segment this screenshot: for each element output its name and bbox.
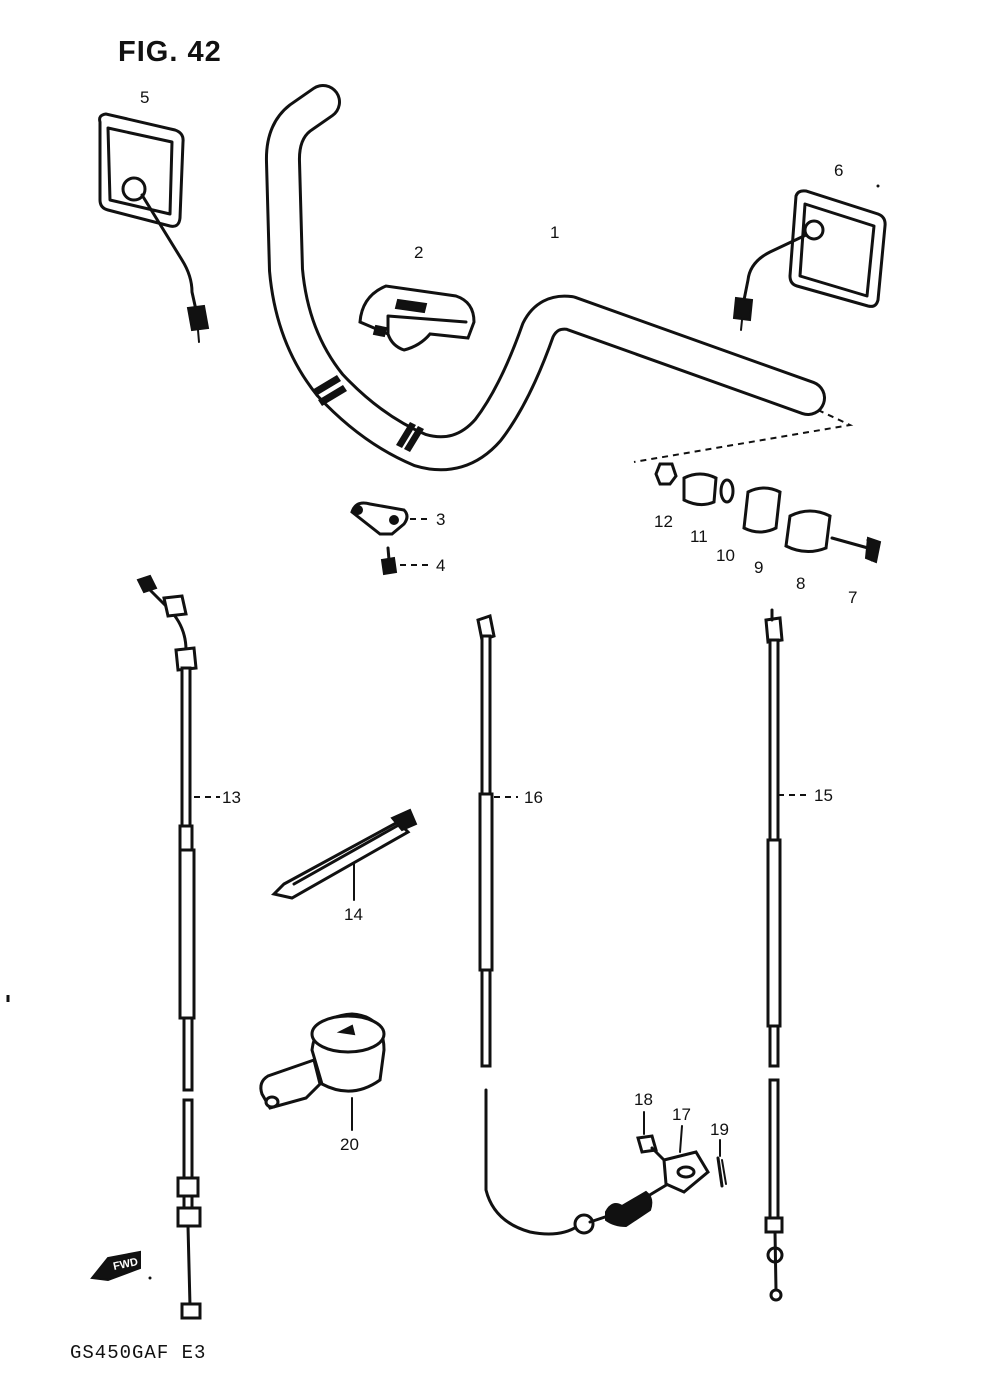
callout-17: 17	[672, 1105, 691, 1124]
handlebar	[264, 84, 826, 472]
washer-10	[719, 478, 735, 504]
spacer-11	[682, 472, 718, 507]
callout-18: 18	[634, 1090, 653, 1109]
callout-2: 2	[414, 243, 423, 262]
handlebar-clamp	[358, 284, 476, 352]
callout-12: 12	[654, 512, 673, 531]
cushion-9	[742, 486, 782, 534]
callout-1: 1	[550, 223, 559, 242]
callout-14: 14	[344, 905, 363, 924]
nut-12	[654, 462, 678, 486]
callout-3: 3	[436, 510, 445, 529]
pin-19	[716, 1156, 727, 1188]
callout-11: 11	[690, 527, 708, 546]
model-code: GS450GAF E3	[70, 1342, 207, 1364]
callout-15: 15	[814, 786, 833, 805]
callout-5: 5	[140, 88, 149, 107]
callout-13: 13	[222, 788, 241, 807]
bolt-4	[380, 546, 398, 576]
figure-title: FIG. 42	[118, 36, 222, 68]
callout-9: 9	[754, 558, 763, 577]
fwd-arrow-icon: FWD	[90, 1250, 141, 1282]
band-14	[271, 808, 418, 900]
grip-band-1	[312, 375, 347, 406]
callout-4: 4	[436, 556, 445, 575]
callout-16: 16	[524, 788, 543, 807]
bracket	[350, 501, 409, 536]
callout-10: 10	[716, 546, 735, 565]
cable-13	[136, 574, 202, 1320]
cable-15	[764, 608, 784, 1302]
adjuster-20	[259, 1012, 386, 1110]
screw-18	[636, 1134, 666, 1162]
grip-band-2	[396, 422, 424, 452]
callout-20: 20	[340, 1135, 359, 1154]
fwd-label: FWD	[112, 1256, 139, 1273]
callout-19: 19	[710, 1120, 729, 1139]
mirror-left	[98, 112, 210, 343]
callout-8: 8	[796, 574, 805, 593]
callout-6: 6	[834, 161, 843, 180]
cushion-8	[784, 509, 832, 553]
mount-hardware	[654, 462, 882, 564]
callout-7: 7	[848, 588, 857, 607]
cable-16	[476, 614, 670, 1236]
mirror-right	[732, 189, 887, 331]
holder-17	[662, 1150, 710, 1194]
